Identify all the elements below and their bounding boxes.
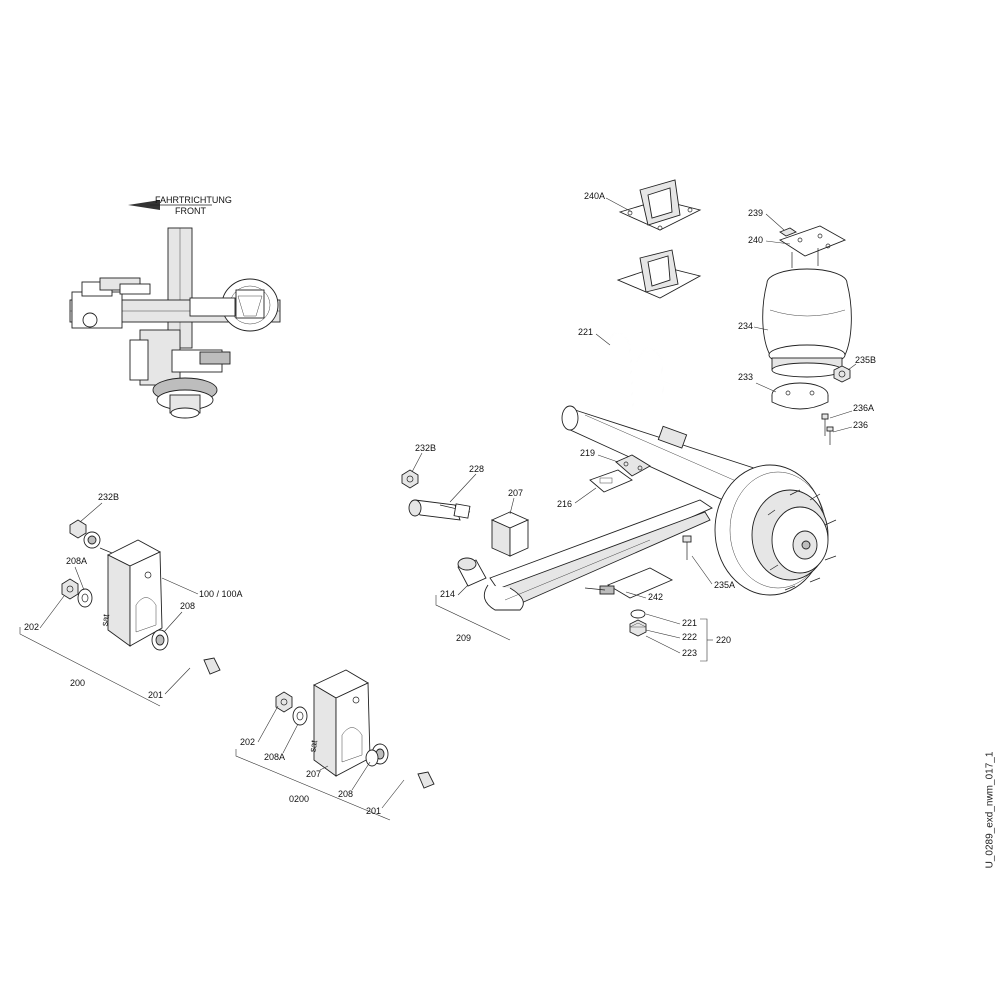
label-208A-upper: 208A: [66, 556, 87, 566]
air-spring-234: [762, 268, 852, 378]
plate-240: [778, 225, 847, 268]
label-233: 233: [738, 372, 753, 382]
label-240A: 240A: [584, 191, 605, 201]
overview-assembly: FAHRTRICHTUNG FRONT: [69, 195, 281, 419]
hanger-assembly-0200: sat: [275, 669, 435, 789]
label-208-upper: 208: [180, 601, 195, 611]
bracket-219: [615, 454, 651, 477]
label-239: 239: [748, 208, 763, 218]
label-208A-lower: 208A: [264, 752, 285, 762]
bracket-240A: [618, 179, 702, 231]
shock-228: [408, 499, 471, 521]
label-221-ubolt: 221: [578, 327, 593, 337]
leaf-spring: [483, 499, 713, 611]
svg-text:sat: sat: [307, 739, 319, 753]
label-216: 216: [557, 499, 572, 509]
nut-232B-right: [401, 469, 419, 489]
direction-label: FAHRTRICHTUNG: [155, 195, 232, 205]
label-235B: 235B: [855, 355, 876, 365]
label-234: 234: [738, 321, 753, 331]
label-219: 219: [580, 448, 595, 458]
label-228: 228: [469, 464, 484, 474]
label-223: 223: [682, 648, 697, 658]
label-220: 220: [716, 635, 731, 645]
label-201-upper: 201: [148, 690, 163, 700]
axle-tube: [561, 405, 761, 511]
label-232B-left: 232B: [98, 492, 119, 502]
bushing-214: [457, 557, 487, 587]
plate-216: [589, 469, 633, 493]
bolt-235A: [682, 535, 692, 560]
label-201-lower: 201: [366, 806, 381, 816]
bracket-240A-lower: [616, 249, 702, 299]
wheel-hub: [714, 464, 837, 596]
label-221-nut: 221: [682, 618, 697, 628]
nut-stack-220: [629, 609, 647, 637]
label-240: 240: [748, 235, 763, 245]
label-242: 242: [648, 592, 663, 602]
label-209: 209: [456, 633, 471, 643]
label-200: 200: [70, 678, 85, 688]
label-236: 236: [853, 420, 868, 430]
label-232B-right: 232B: [415, 443, 436, 453]
label-236A: 236A: [853, 403, 874, 413]
hanger-207-right: [490, 511, 530, 557]
label-208-lower: 208: [338, 789, 353, 799]
label-235A: 235A: [714, 580, 735, 590]
plate-233: [771, 382, 829, 410]
label-207-lower: 207: [306, 769, 321, 779]
hanger-assembly-200: sat: [61, 519, 221, 675]
label-202-upper: 202: [24, 622, 39, 632]
direction-arrow-icon: [128, 200, 212, 210]
nut-235B: [833, 365, 851, 383]
plate-242: [584, 567, 674, 599]
label-214: 214: [440, 589, 455, 599]
label-202-lower: 202: [240, 737, 255, 747]
label-207-right: 207: [508, 488, 523, 498]
drawing-code: U_0289_exd_nwm_017_1: [980, 740, 1000, 880]
svg-text:sat: sat: [99, 613, 111, 627]
drawing-code-text: U_0289_exd_nwm_017_1: [984, 751, 996, 869]
label-100: 100 / 100A: [199, 589, 243, 599]
label-222: 222: [682, 632, 697, 642]
direction-label-front: FRONT: [175, 206, 206, 216]
u-bolts-221: [606, 331, 664, 415]
label-0200: 0200: [289, 794, 309, 804]
